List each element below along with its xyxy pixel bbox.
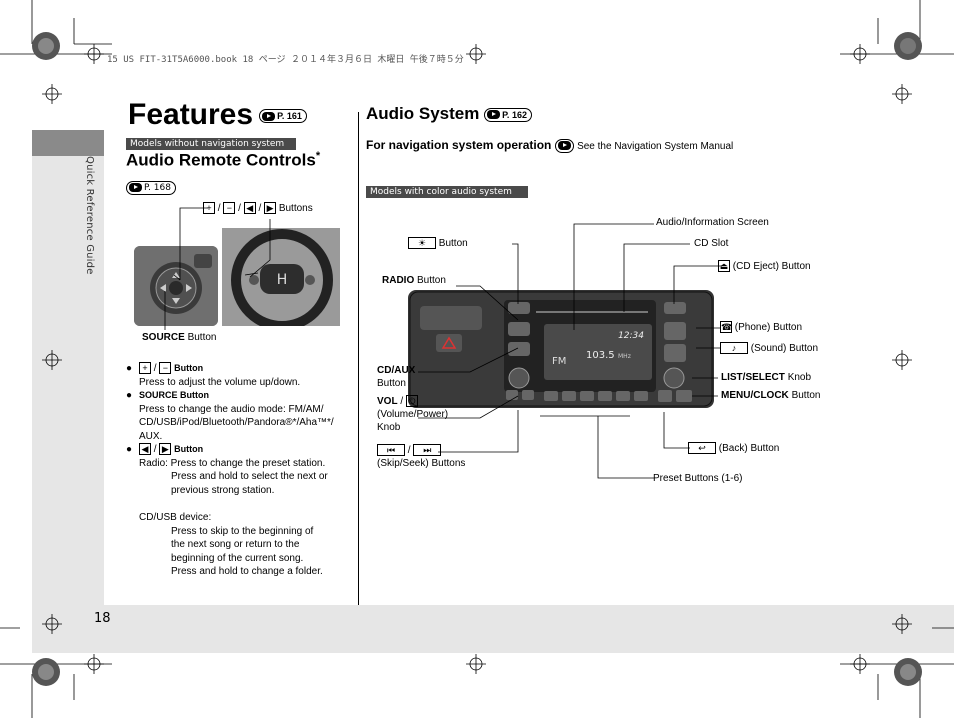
source-callout: SOURCE Button	[142, 332, 217, 343]
screen-callout: Audio/Information Screen	[656, 217, 769, 228]
buttons-callout: + / − / ◀ / ▶ Buttons	[203, 202, 313, 215]
power-icon: ⏻	[405, 395, 418, 408]
sound-icon: ♪	[720, 342, 748, 355]
right-leader-lines	[418, 223, 722, 479]
arrow-icon	[487, 110, 501, 120]
audio-unit-illustration: 12:34 FM 103.5 MHz	[408, 290, 714, 408]
phone-icon: ☎	[720, 321, 733, 334]
page-title: Features P. 161	[128, 98, 307, 132]
bullet-source: ● SOURCE Button	[126, 390, 209, 401]
svg-text:H: H	[277, 272, 288, 288]
eject-icon: ⏏	[718, 260, 730, 273]
audio-system-ref[interactable]: P. 162	[484, 107, 532, 122]
minus-icon: −	[223, 202, 236, 215]
list-select-callout: LIST/SELECT Knob	[721, 372, 812, 383]
arrow-icon	[557, 141, 571, 151]
sound-callout: ♪ (Sound) Button	[720, 342, 818, 355]
skip-forward-icon: ⏭	[413, 444, 442, 457]
skip-back-icon: ⏮	[377, 444, 405, 457]
next-icon: ▶	[159, 443, 172, 456]
skip-callout: ⏮ / ⏭ (Skip/Seek) Buttons	[377, 444, 466, 469]
next-icon: ▶	[264, 202, 277, 215]
bullet-dot: ●	[126, 444, 133, 455]
title-page-ref[interactable]: P. 161	[259, 109, 307, 124]
print-header: 15 US FIT-31T5A6000.book 18 ページ ２０１４年３月６…	[107, 55, 464, 65]
screen-freq: 103.5	[586, 350, 615, 361]
arrow-icon	[262, 111, 276, 121]
nav-ref-arrow[interactable]	[554, 138, 574, 153]
radio-callout: RADIO Button	[382, 275, 446, 286]
cd-slot-callout: CD Slot	[694, 238, 729, 249]
side-label: Quick Reference Guide	[84, 156, 95, 275]
bullet-dot: ●	[126, 363, 133, 374]
model-note-right: Models with color audio system	[366, 186, 528, 198]
side-tab-marker	[32, 130, 104, 156]
steering-wheel-photo: H	[222, 228, 340, 326]
nav-operation-line: For navigation system operation See the …	[366, 138, 734, 153]
audio-system-heading: Audio System P. 162	[366, 104, 532, 124]
model-note-left: Models without navigation system	[126, 138, 296, 150]
steering-switch-photo	[134, 246, 218, 326]
column-divider	[358, 112, 359, 605]
prev-icon: ◀	[139, 443, 151, 456]
page-title-text: Features	[128, 98, 254, 131]
menu-clock-callout: MENU/CLOCK Button	[721, 390, 821, 401]
audio-unit-drawing: 12:34 FM 103.5 MHz	[409, 291, 713, 407]
plus-icon: +	[139, 362, 151, 375]
left-leader-lines	[164, 207, 271, 330]
screen-band: FM	[552, 356, 566, 367]
minus-icon: −	[159, 362, 172, 375]
screen-unit: MHz	[618, 353, 631, 360]
page-number: 18	[94, 611, 111, 626]
day-night-icon: ☀	[408, 237, 436, 250]
back-icon: ↩	[688, 442, 716, 455]
phone-callout: ☎ (Phone) Button	[720, 321, 803, 334]
steering-wheel-illustration: H	[222, 228, 340, 326]
bullet-volume: ● + / − Button	[126, 362, 204, 375]
audio-remote-ref[interactable]: P. 168	[126, 177, 176, 196]
eject-callout: ⏏ (CD Eject) Button	[718, 260, 811, 273]
prev-icon: ◀	[243, 202, 256, 215]
audio-remote-heading: Audio Remote Controls*	[126, 150, 321, 170]
back-callout: ↩ (Back) Button	[688, 442, 779, 455]
preset-callout: Preset Buttons (1-6)	[653, 473, 743, 484]
bullet-dot: ●	[126, 390, 133, 401]
screen-time: 12:34	[618, 331, 644, 341]
arrow-icon	[129, 183, 142, 192]
bullet-skip: ● ◀ / ▶ Button	[126, 443, 204, 456]
day-night-callout: ☀ Button	[408, 237, 468, 250]
steering-switch-illustration	[134, 246, 218, 326]
side-panel	[32, 130, 104, 605]
left-bullets: ● + / − Button Press to adjust the volum…	[126, 362, 354, 579]
footer-bar	[32, 605, 954, 653]
vol-callout: VOL / ⏻ (Volume/Power) Knob	[377, 395, 449, 433]
